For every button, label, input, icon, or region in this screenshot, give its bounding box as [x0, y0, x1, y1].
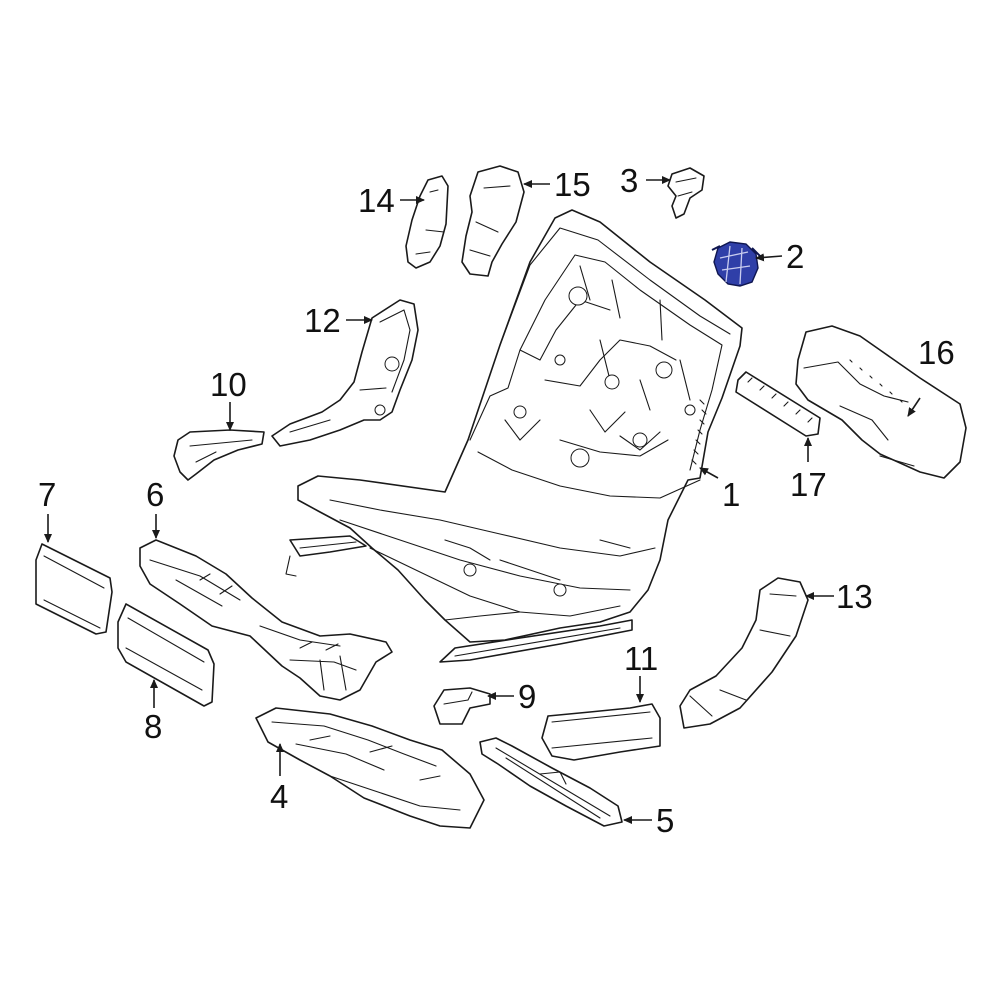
- callout-8: 8: [144, 708, 162, 745]
- part-7-cover[interactable]: [35, 543, 113, 635]
- part-15-upper-trim[interactable]: [461, 165, 525, 277]
- callout-7: 7: [38, 476, 56, 513]
- callout-11: 11: [624, 640, 658, 677]
- callout-14: 14: [358, 182, 395, 219]
- leader-2: [755, 253, 783, 262]
- part-5-cable-harness[interactable]: [479, 737, 623, 827]
- callout-3: 3: [620, 162, 638, 199]
- leader-16: [907, 397, 921, 417]
- part-1-seat-frame[interactable]: [285, 209, 743, 663]
- callout-2: 2: [786, 238, 804, 275]
- callout-leaders: [44, 176, 921, 824]
- part-10-bracket[interactable]: [173, 429, 265, 481]
- callout-9: 9: [518, 678, 536, 715]
- part-14-side-trim[interactable]: [405, 175, 449, 269]
- part-11-cover[interactable]: [541, 703, 661, 761]
- callout-4: 4: [270, 778, 288, 815]
- callout-labels: 1 2 3 4 5 6 7 8 9 10 11 12 13 14 15 16 1…: [38, 162, 955, 839]
- callout-1: 1: [722, 476, 740, 513]
- callout-5: 5: [656, 802, 674, 839]
- part-8-cover[interactable]: [117, 603, 215, 707]
- callout-16: 16: [918, 334, 955, 371]
- part-12-side-bracket[interactable]: [271, 299, 419, 447]
- part-2-bracket-highlighted[interactable]: [711, 241, 761, 287]
- part-16-panel[interactable]: [795, 325, 967, 479]
- callout-10: 10: [210, 366, 247, 403]
- part-17-ribbed-strip[interactable]: [735, 371, 821, 437]
- part-6-mechanism[interactable]: [139, 539, 393, 701]
- callout-15: 15: [554, 166, 591, 203]
- highlight-fill: [713, 241, 759, 287]
- callout-12: 12: [304, 302, 341, 339]
- callout-13: 13: [836, 578, 873, 615]
- part-13-curved-cover[interactable]: [679, 577, 809, 729]
- part-9-clip[interactable]: [433, 687, 491, 725]
- part-3-clip[interactable]: [667, 167, 705, 219]
- callout-6: 6: [146, 476, 164, 513]
- part-4-cushion-frame[interactable]: [255, 707, 485, 829]
- callout-17: 17: [790, 466, 827, 503]
- leader-1: [699, 467, 719, 479]
